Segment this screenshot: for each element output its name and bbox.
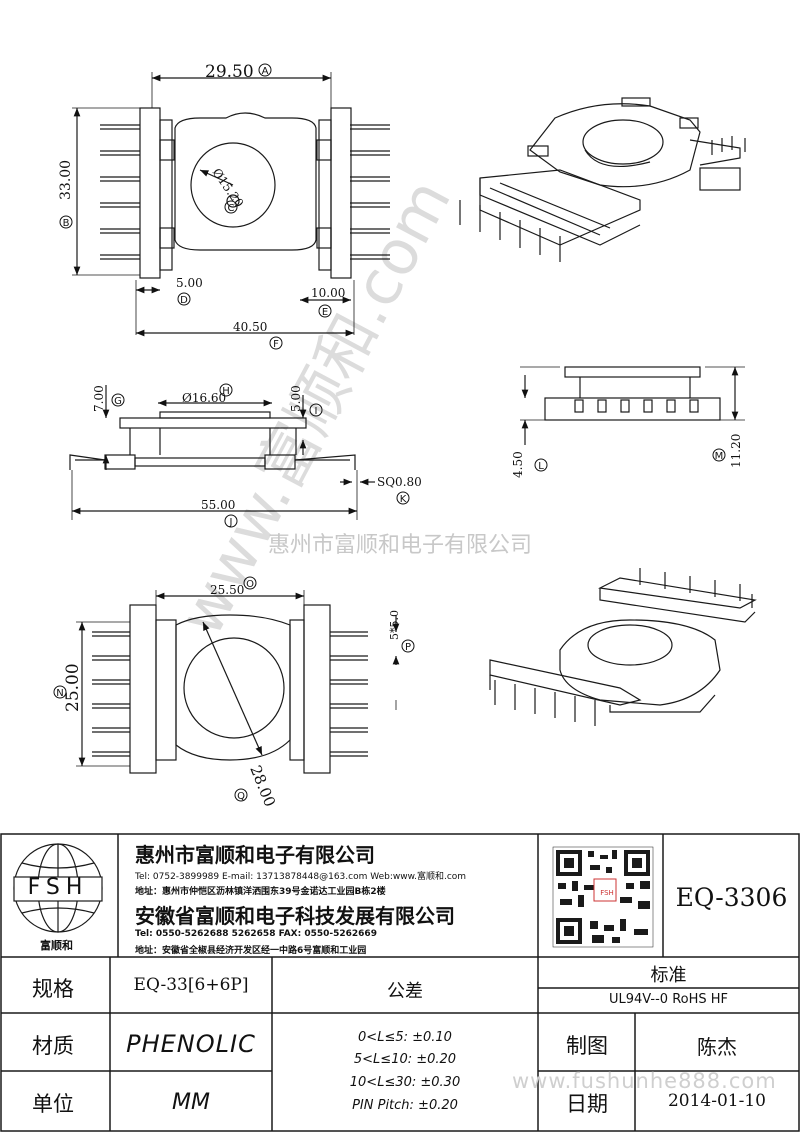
bottom-view-left-pins [92, 631, 130, 757]
svg-text:Q: Q [237, 791, 245, 802]
dim-o-value: 25.50 [210, 583, 244, 597]
svg-text:O: O [246, 579, 254, 590]
title-block: FSH 富顺和 惠州市富顺和电子有限公司 Tel: 0752-3899989 E… [0, 833, 800, 1132]
standard-label: 标准 [650, 965, 687, 986]
side-view [544, 366, 721, 421]
dim-a-value: 29.50 [205, 62, 254, 82]
isometric-view-top [459, 97, 746, 262]
svg-text:M: M [715, 451, 724, 462]
svg-text:E: E [322, 307, 328, 318]
dim-g-value: 7.00 [92, 385, 106, 412]
company-logo [13, 843, 103, 933]
tolerance-label: 公差 [387, 981, 423, 1002]
svg-text:C: C [228, 203, 235, 214]
company1-name: 惠州市富顺和电子有限公司 [135, 843, 375, 867]
dim-q-value: 28.00 [246, 763, 279, 810]
drawn-by-label: 制图 [566, 1034, 608, 1058]
dim-p-value: 5*5.0 [388, 610, 401, 640]
svg-text:J: J [229, 517, 233, 528]
front-view [69, 411, 356, 470]
top-view-right-pins [350, 124, 390, 260]
qr-logo-mark: FSH [600, 889, 614, 897]
svg-text:F: F [273, 339, 279, 350]
drawn-by-value: 陈杰 [697, 1035, 737, 1059]
technical-drawing: www.富顺和.com 惠州市富顺和电子有限公司 [53, 62, 757, 810]
watermark-center: 惠州市富顺和电子有限公司 [268, 533, 532, 558]
company2-name: 安徽省富顺和电子科技发展有限公司 [135, 904, 455, 928]
svg-text:G: G [114, 396, 122, 407]
dim-e-value: 10.00 [311, 286, 345, 300]
title-block-grid [0, 833, 800, 1132]
unit-label: 单位 [32, 1092, 74, 1116]
bottom-view-right-pins [330, 631, 368, 757]
tolerance-3: 10<L≤30: ±0.30 [349, 1075, 461, 1090]
company1-contact: Tel: 0752-3899989 E-mail: 13713878448@16… [135, 872, 467, 882]
svg-text:L: L [538, 461, 544, 472]
svg-text:H: H [222, 386, 230, 397]
dim-f-value: 40.50 [233, 320, 267, 334]
qr-code [552, 846, 654, 948]
tolerance-4: PIN Pitch: ±0.20 [352, 1098, 458, 1113]
svg-text:I: I [315, 406, 318, 417]
dim-k-value: SQ0.80 [377, 475, 422, 489]
dim-l-value: 4.50 [511, 451, 525, 478]
logo-letters: FSH [27, 875, 89, 900]
svg-text:N: N [56, 688, 63, 699]
date-value: 2014-01-10 [667, 1091, 766, 1111]
svg-text:B: B [63, 218, 70, 229]
unit-value: MM [172, 1090, 210, 1115]
svg-text:A: A [262, 66, 269, 77]
company2-contact: Tel: 0550-5262688 5262658 FAX: 0550-5262… [135, 929, 377, 939]
bottom-view [92, 604, 368, 774]
dim-h-value: Ø16.60 [182, 391, 226, 405]
part-number: EQ-3306 [675, 883, 788, 912]
top-view [100, 107, 390, 279]
dim-b-value: 33.00 [58, 160, 74, 200]
company1-address: 地址：惠州市仲恺区沥林镇洋洒围东39号金诺达工业园B栋2楼 [135, 887, 386, 897]
top-view-left-pins [100, 124, 140, 260]
date-label: 日期 [566, 1092, 608, 1116]
dim-m-value: 11.20 [729, 434, 743, 468]
material-value: PHENOLIC [126, 1030, 256, 1058]
svg-text:K: K [400, 494, 407, 505]
tolerance-2: 5<L≤10: ±0.20 [353, 1052, 457, 1067]
svg-text:P: P [405, 642, 411, 653]
standard-value: UL94V--0 RoHS HF [608, 992, 729, 1007]
tolerance-1: 0<L≤5: ±0.10 [358, 1030, 452, 1045]
svg-text:D: D [180, 295, 188, 306]
logo-caption: 富顺和 [40, 939, 73, 952]
dim-n-value: 25.00 [63, 663, 83, 712]
material-label: 材质 [32, 1034, 74, 1058]
dim-j-value: 55.00 [201, 498, 235, 512]
dim-d-value: 5.00 [176, 276, 203, 290]
isometric-view-bottom [489, 568, 757, 726]
watermark-footer: www.fushunhe888.com [512, 1069, 777, 1093]
company2-address: 地址：安徽省全椒县经济开发区经一中路6号富顺和工业园 [135, 946, 367, 956]
spec-label: 规格 [32, 977, 74, 1001]
spec-value: EQ-33[6+6P] [133, 975, 249, 995]
dim-i-value: 5.00 [289, 385, 303, 412]
